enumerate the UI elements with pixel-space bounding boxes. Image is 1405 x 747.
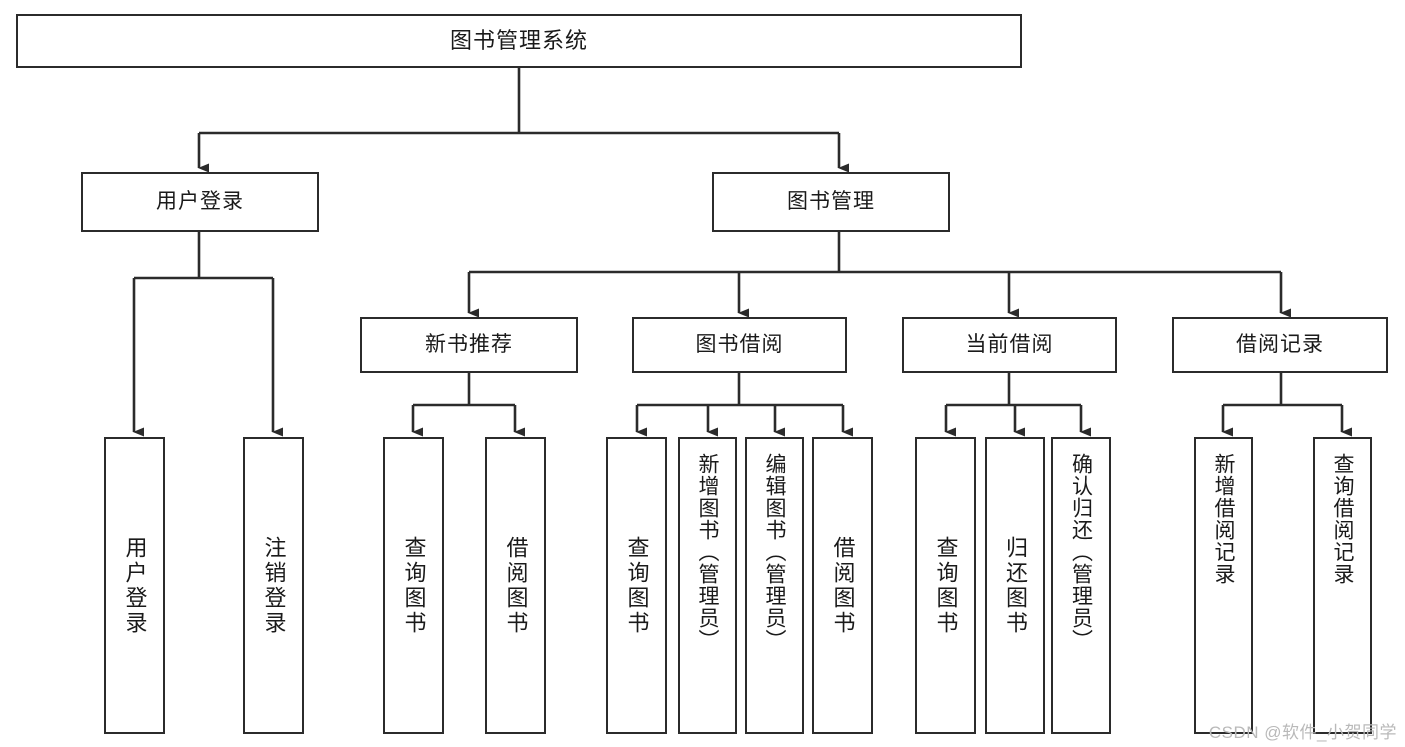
node-label: 注销登录 — [261, 535, 287, 636]
node-label: 图书借阅 — [695, 332, 784, 356]
node-new-book-recommend[interactable]: 新书推荐 — [360, 317, 578, 373]
node-book-management[interactable]: 图书管理 — [712, 172, 950, 232]
leaf-node-add-borrow-record[interactable]: 新增借阅记录 — [1194, 437, 1253, 734]
leaf-node-return-book[interactable]: 归还图书 — [985, 437, 1045, 734]
leaf-node-borrow-book-recommend[interactable]: 借阅图书 — [485, 437, 546, 734]
node-current-borrow[interactable]: 当前借阅 — [902, 317, 1117, 373]
leaf-node-add-book-admin[interactable]: 新增图书（管理员） — [678, 437, 737, 734]
leaf-node-query-book-borrow[interactable]: 查询图书 — [606, 437, 667, 734]
node-user-login[interactable]: 用户登录 — [81, 172, 319, 232]
leaf-node-logout[interactable]: 注销登录 — [243, 437, 304, 734]
node-label: 新书推荐 — [425, 332, 513, 356]
node-label: 图书管理 — [787, 189, 875, 213]
leaf-node-query-book-recommend[interactable]: 查询图书 — [383, 437, 444, 734]
node-label: 借阅记录 — [1236, 332, 1324, 356]
node-label: 查询图书 — [624, 535, 650, 636]
node-label: 新增借阅记录 — [1212, 453, 1235, 585]
leaf-node-confirm-return-admin[interactable]: 确认归还（管理员） — [1051, 437, 1111, 734]
node-label: 编辑图书（管理员） — [763, 453, 786, 651]
node-label: 图书管理系统 — [449, 28, 588, 54]
node-label: 用户登录 — [122, 535, 148, 636]
leaf-node-query-borrow-record[interactable]: 查询借阅记录 — [1313, 437, 1372, 734]
node-label: 确认归还（管理员） — [1069, 453, 1093, 651]
node-borrow-record[interactable]: 借阅记录 — [1172, 317, 1388, 373]
node-label: 借阅图书 — [830, 535, 856, 636]
leaf-node-query-book-current[interactable]: 查询图书 — [915, 437, 976, 734]
node-label: 当前借阅 — [965, 332, 1054, 356]
leaf-node-user-login[interactable]: 用户登录 — [104, 437, 165, 734]
node-label: 新增图书（管理员） — [696, 453, 719, 651]
node-label: 查询图书 — [401, 535, 427, 636]
node-root-book-management-system[interactable]: 图书管理系统 — [16, 14, 1022, 68]
node-label: 用户登录 — [156, 189, 244, 213]
node-label: 查询图书 — [933, 535, 959, 636]
node-label: 借阅图书 — [503, 535, 529, 636]
node-label: 查询借阅记录 — [1331, 453, 1354, 585]
leaf-node-borrow-book[interactable]: 借阅图书 — [812, 437, 873, 734]
node-book-borrow[interactable]: 图书借阅 — [632, 317, 847, 373]
node-label: 归还图书 — [1003, 535, 1028, 636]
watermark-text: CSDN @软件_小贺同学 — [1208, 723, 1397, 742]
leaf-node-edit-book-admin[interactable]: 编辑图书（管理员） — [745, 437, 804, 734]
